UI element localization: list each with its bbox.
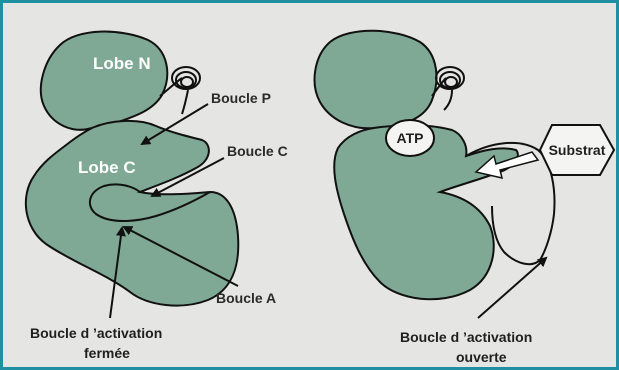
open-caption-line1: Boucle d ’activation: [400, 329, 532, 345]
coil-glyph-right: [436, 67, 464, 110]
boucle-c-label: Boucle C: [227, 143, 288, 159]
boucle-a-label: Boucle A: [216, 290, 276, 306]
open-kinase-structure: ATP Substrat Boucle d ’activation ouvert…: [315, 31, 614, 365]
c-lobe-shape: [26, 121, 238, 306]
lobe-c-label: Lobe C: [78, 158, 136, 177]
n-lobe-shape-right: [315, 31, 437, 129]
coil-glyph: [172, 67, 200, 114]
closed-kinase-structure: Lobe N Lobe C Boucle P Boucle C Boucle A…: [26, 32, 288, 361]
lobe-n-label: Lobe N: [93, 54, 151, 73]
open-caption-line2: ouverte: [456, 349, 507, 365]
substrat-label: Substrat: [549, 142, 606, 158]
n-lobe-shape: [41, 32, 167, 130]
closed-caption-line1: Boucle d ’activation: [30, 325, 162, 341]
closed-caption-line2: fermée: [84, 345, 130, 361]
boucle-p-label: Boucle P: [211, 90, 271, 106]
atp-label: ATP: [397, 130, 424, 146]
